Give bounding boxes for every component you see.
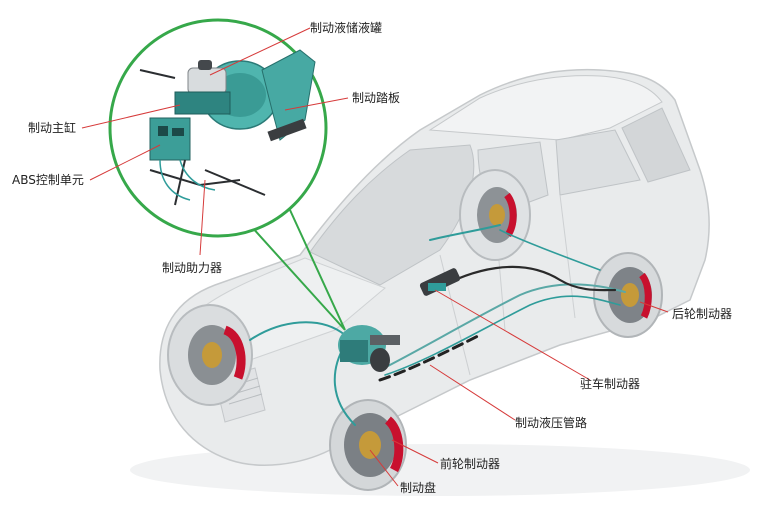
side-window-rear xyxy=(555,129,641,196)
magnified-assembly xyxy=(139,49,316,206)
caliper-front-left xyxy=(222,325,246,380)
callout-pointer xyxy=(249,209,346,331)
wheel-front-right xyxy=(329,399,407,491)
reservoir-tank xyxy=(187,67,227,95)
pedal-box xyxy=(261,49,316,141)
label-brake-lines: 制动液压管路 xyxy=(515,415,587,430)
leader-lines xyxy=(81,27,669,487)
car-illustration xyxy=(130,68,750,496)
windshield xyxy=(309,144,475,286)
label-disc: 制动盘 xyxy=(400,480,436,495)
callout xyxy=(108,18,346,331)
label-front-brake: 前轮制动器 xyxy=(440,456,500,471)
hydraulic-lines xyxy=(249,224,626,426)
label-booster: 制动助力器 xyxy=(162,261,222,275)
brake-disc-hub xyxy=(359,431,381,459)
label-parking-brake: 驻车制动器 xyxy=(580,376,640,391)
wheel-front-left xyxy=(167,304,253,406)
master-cylinder-body xyxy=(174,91,231,115)
label-reservoir: 制动液储液罐 xyxy=(310,20,382,35)
wheel-rear-right xyxy=(593,252,663,338)
caliper-rear-right xyxy=(639,272,652,319)
brake-assembly-small xyxy=(338,325,400,372)
car-roof xyxy=(428,75,663,141)
parking-brake-lever xyxy=(419,268,461,296)
label-abs-unit: ABS控制单元 xyxy=(12,173,84,187)
rear-window xyxy=(621,107,691,183)
pedal-pad xyxy=(267,118,307,142)
label-pedal: 制动踏板 xyxy=(352,91,400,105)
wheel-rear-left xyxy=(459,169,531,261)
label-master-cylinder: 制动主缸 xyxy=(28,120,76,135)
label-rear-brake: 后轮制动器 xyxy=(672,307,732,321)
abs-unit-body xyxy=(149,117,191,161)
caliper-rear-left xyxy=(504,192,517,238)
